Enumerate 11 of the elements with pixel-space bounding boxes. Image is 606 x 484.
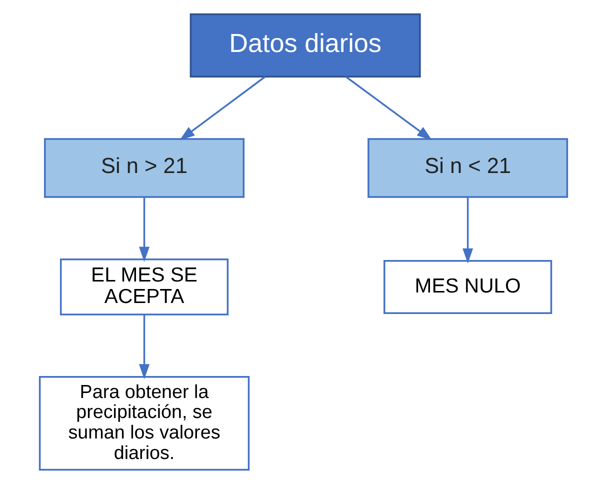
node-box: Para obtener la precipitación, se suman los valores diarios.	[38, 376, 250, 471]
arrow	[462, 198, 473, 264]
arrow	[179, 76, 266, 140]
node-box: Si n < 21	[367, 138, 568, 198]
node-box: Si n > 21	[44, 138, 244, 198]
arrow	[138, 198, 150, 262]
arrow	[344, 76, 432, 140]
node-box: MES NULO	[383, 260, 552, 314]
node-box: Datos diarios	[189, 13, 420, 78]
node-box: EL MES SE ACEPTA	[59, 258, 228, 316]
arrow	[138, 314, 150, 380]
